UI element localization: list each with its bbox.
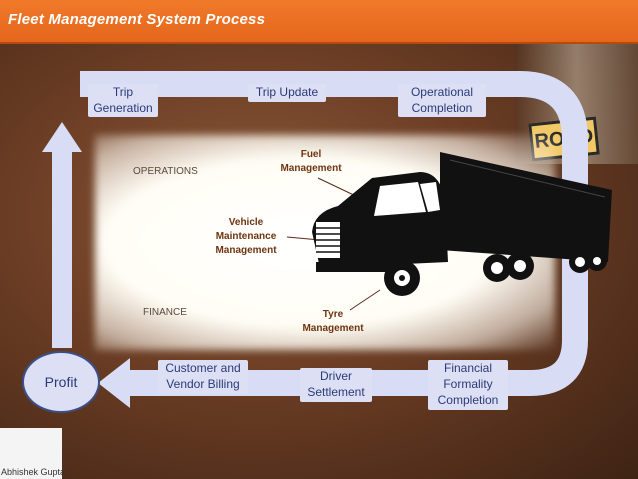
step-trip-generation: Trip Generation	[88, 84, 158, 117]
left-up-arrowhead	[42, 122, 82, 152]
fuel-management-label: Fuel Management	[280, 149, 342, 174]
title-bar: Fleet Management System Process	[0, 0, 638, 44]
slide-title: Fleet Management System Process	[8, 11, 266, 28]
profit-node: Profit	[22, 351, 100, 413]
step-operational-completion: Operational Completion	[398, 84, 486, 117]
truck-icon	[312, 152, 612, 296]
step-customer-vendor-billing: Customer and Vendor Billing	[158, 360, 248, 394]
author-name: Abhishek Gupta	[1, 467, 66, 477]
top-flow-band	[80, 71, 588, 396]
profit-label: Profit	[44, 374, 78, 390]
left-up-arrow-shaft	[52, 148, 72, 348]
finance-label: FINANCE	[143, 307, 187, 318]
step-customer-vendor-billing-label: Customer and Vendor Billing	[165, 361, 241, 391]
tyre-management-label: Tyre Management	[302, 309, 364, 334]
step-driver-settlement-label: Driver Settlement	[307, 369, 365, 399]
step-trip-update: Trip Update	[248, 84, 326, 102]
tyre-leader-line	[349, 289, 381, 311]
step-financial-formality-label: Financial Formality Completion	[437, 361, 499, 407]
author-logo: Abhishek Gupta	[0, 428, 66, 479]
step-financial-formality: Financial Formality Completion	[428, 360, 508, 410]
step-operational-completion-label: Operational Completion	[410, 85, 474, 115]
step-trip-update-label: Trip Update	[255, 85, 319, 99]
vehicle-maintenance-label: Vehicle Maintenance Management	[215, 217, 277, 256]
step-driver-settlement: Driver Settlement	[300, 368, 372, 402]
operations-label: OPERATIONS	[133, 166, 198, 177]
arrowhead-to-profit	[98, 358, 130, 408]
step-trip-generation-label: Trip Generation	[93, 85, 153, 115]
